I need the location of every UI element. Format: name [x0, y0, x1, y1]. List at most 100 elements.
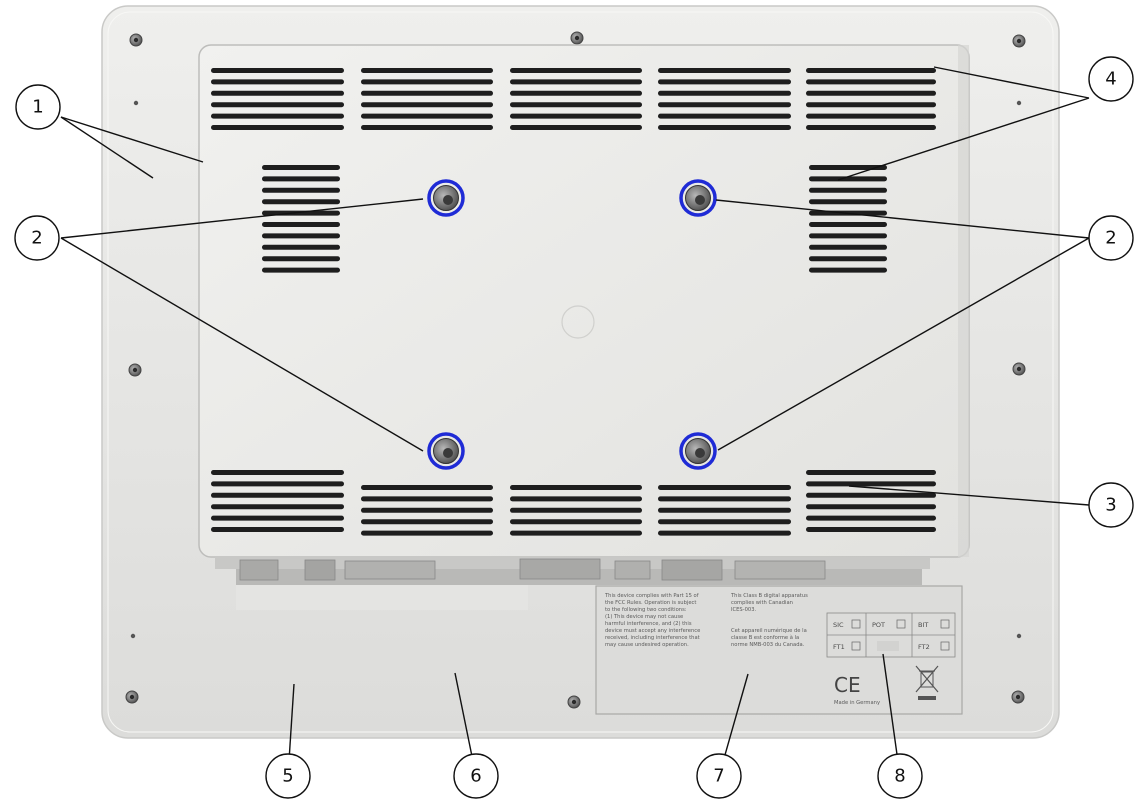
callout-number: 8: [894, 766, 905, 787]
callout-number: 5: [282, 766, 293, 787]
svg-text:ICES-003.: ICES-003.: [731, 607, 756, 613]
fcc-line: to the following two conditions:: [605, 607, 687, 613]
vent-slot: [211, 527, 344, 532]
vent-slot: [658, 68, 791, 73]
vesa-mount-screws: [427, 179, 717, 470]
svg-text:This Class B digital apparatus: This Class B digital apparatus: [730, 593, 808, 599]
vent-slot: [262, 187, 340, 193]
vent-slot: [510, 90, 642, 96]
leader-line: [60, 116, 154, 179]
vent-slot: [510, 530, 642, 536]
vent-slot: [806, 515, 936, 521]
vent-slot: [262, 199, 340, 205]
leader-line: [933, 66, 1090, 99]
frame-screw: [1011, 690, 1025, 704]
checkbox-label-ft2: FT2: [918, 643, 930, 651]
fcc-line: may cause undesired operation.: [605, 642, 689, 648]
callout-2: 2: [1088, 215, 1134, 261]
vent-slot: [806, 470, 936, 475]
fcc-line: the FCC Rules. Operation is subject: [605, 600, 696, 606]
callout-7: 7: [696, 753, 742, 799]
vent-slot: [806, 68, 936, 73]
checkbox-bit: [940, 619, 950, 629]
frame-holes: [130, 100, 1022, 639]
vent-slot: [510, 79, 642, 85]
vent-slot: [361, 530, 493, 536]
vent-slot: [211, 481, 344, 487]
vent-slot: [806, 113, 936, 119]
vent-slot: [361, 519, 493, 525]
vent-slot: [262, 267, 340, 273]
vent-slot: [361, 68, 493, 73]
fcc-line: harmful interference, and (2) this: [605, 621, 692, 627]
vent-slot: [809, 176, 887, 182]
leader-line: [848, 485, 1090, 506]
connector-strip: [215, 557, 930, 610]
leader-line: [60, 198, 424, 239]
svg-text:harmful interference, and (2): harmful interference, and (2) this: [605, 621, 692, 627]
vent-slot: [510, 507, 642, 513]
callout-leader-lines: [60, 66, 1090, 777]
callout-4: 4: [1088, 56, 1134, 102]
vent-slot: [806, 90, 936, 96]
vent-slot: [510, 68, 642, 73]
canada-fr-line: Cet appareil numérique de la: [731, 627, 807, 634]
frame-screw: [125, 690, 139, 704]
vent-slot: [361, 113, 493, 119]
vent-slot: [510, 102, 642, 108]
vent-slot: [658, 125, 791, 130]
checkbox-grid: SIC POT BIT FT1 FT2: [826, 612, 956, 658]
callout-number: 2: [1105, 228, 1116, 249]
vent-slot: [262, 176, 340, 182]
svg-text:norme NMB-003 du Canada.: norme NMB-003 du Canada.: [731, 642, 805, 648]
vent-slot: [262, 256, 340, 262]
vent-slot: [211, 504, 344, 510]
vent-slot: [361, 90, 493, 96]
leader-line: [715, 199, 1090, 239]
vent-slot: [211, 113, 344, 119]
frame-screw: [1012, 34, 1026, 48]
callout-number: 4: [1105, 69, 1116, 90]
vent-slot: [658, 485, 791, 490]
vent-slot: [510, 125, 642, 130]
vent-slot: [262, 233, 340, 239]
checkbox-sic: [851, 619, 861, 629]
svg-text:This device complies with Part: This device complies with Part 15 of: [604, 593, 699, 599]
leader-line: [60, 116, 204, 163]
vent-slot: [806, 492, 936, 498]
svg-text:Cet appareil numérique de la: Cet appareil numérique de la: [731, 627, 807, 634]
made-in-text: Made in Germany: [834, 700, 880, 706]
callout-2: 2: [14, 215, 60, 261]
leader-line: [837, 97, 1090, 181]
vent-slot: [809, 256, 887, 262]
vent-slot: [211, 102, 344, 108]
frame-screw: [567, 695, 581, 709]
checkbox-label-sic: SIC: [833, 621, 844, 629]
vent-slot: [809, 233, 887, 239]
vent-slot: [809, 199, 887, 205]
checkbox-label-pot: POT: [872, 621, 885, 629]
vent-slot: [211, 492, 344, 498]
leader-line: [60, 237, 424, 452]
canada-line: ICES-003.: [731, 607, 756, 613]
frame-screw: [570, 31, 584, 45]
callout-markers: 1 2 2 3 4 5 6 7 8: [14, 56, 1134, 799]
callout-number: 2: [31, 228, 42, 249]
callout-1: 1: [15, 84, 61, 130]
frame-screw: [128, 363, 142, 377]
vent-slot: [211, 470, 344, 475]
vent-slot: [658, 496, 791, 502]
vent-slot: [806, 79, 936, 85]
callout-number: 6: [470, 766, 481, 787]
vent-slot: [211, 79, 344, 85]
vent-slot: [658, 79, 791, 85]
svg-text:may cause undesired operation.: may cause undesired operation.: [605, 642, 689, 648]
canada-fr-line: norme NMB-003 du Canada.: [731, 642, 805, 648]
callout-number: 3: [1105, 495, 1116, 516]
vent-slot: [806, 504, 936, 510]
vent-slot: [658, 102, 791, 108]
callout-6: 6: [453, 753, 499, 799]
svg-text:received, including interferen: received, including interference that: [605, 635, 700, 641]
canada-line: This Class B digital apparatus: [730, 593, 808, 599]
